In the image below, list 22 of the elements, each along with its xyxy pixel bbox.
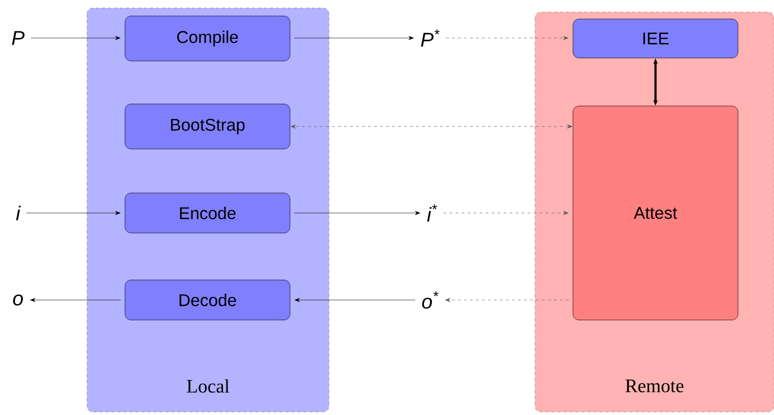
process-box: Attest	[572, 106, 738, 320]
variable-label: P	[12, 31, 25, 45]
arrow	[294, 298, 416, 302]
arrow	[294, 211, 420, 215]
process-box: Encode	[124, 192, 290, 234]
process-box: Compile	[124, 16, 290, 62]
variable-label: o$^{*}$	[422, 291, 438, 309]
variable-label: i	[16, 206, 21, 220]
arrow	[294, 36, 414, 40]
arrow	[446, 36, 568, 40]
arrow	[30, 298, 121, 302]
arrow	[443, 211, 568, 215]
variable-label: i$^{*}$	[427, 204, 438, 222]
variable-label: P$^{*}$	[420, 29, 440, 47]
arrow	[290, 124, 572, 128]
process-box: Decode	[124, 280, 290, 320]
process-box: BootStrap	[124, 104, 290, 150]
arrow	[30, 36, 120, 40]
arrow	[26, 211, 120, 215]
arrow	[445, 298, 569, 302]
process-box: IEE	[572, 18, 738, 58]
variable-label: o	[13, 294, 23, 306]
